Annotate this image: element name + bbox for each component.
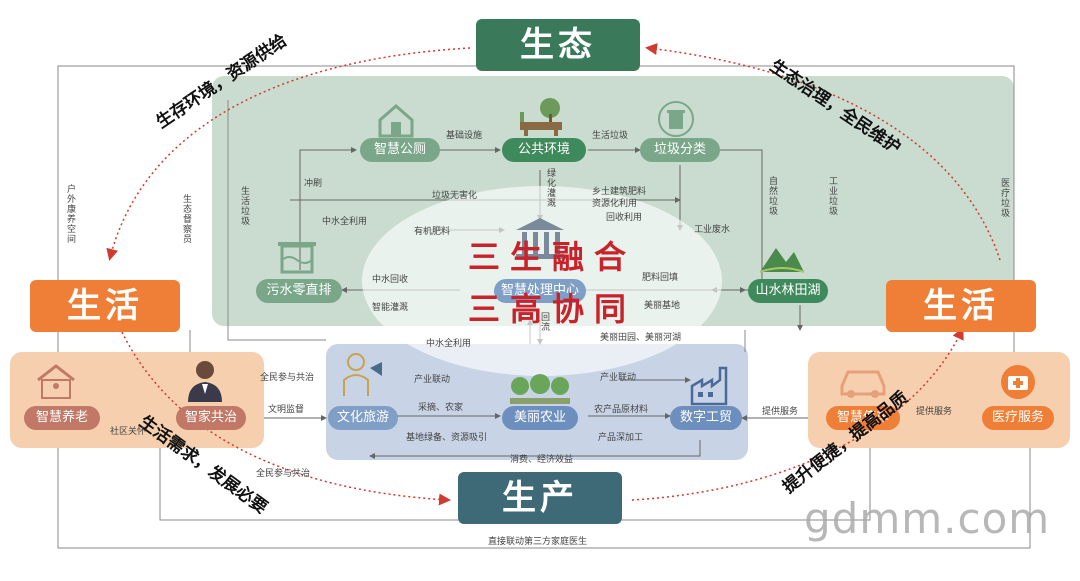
label-household-garbage: 生活垃圾 [592, 131, 629, 141]
processing-center-building-icon [516, 218, 564, 259]
label-participate-gov: 全民参与共治 [260, 373, 315, 383]
node-smart-elderly: 智慧养老 [24, 406, 100, 430]
factory-icon [690, 366, 728, 406]
label-industrial-garbage: 工业垃圾 [827, 176, 837, 216]
label-medical-waste: 医疗垃圾 [999, 178, 1009, 218]
label-reclaimed-water-2: 中水全利用 [426, 339, 472, 349]
life-left-title: 生活 [30, 280, 180, 332]
label-consumption: 消费、经济效益 [510, 455, 574, 465]
production-title: 生产 [458, 472, 622, 524]
label-reclaimed-recycle: 中水回收 [372, 275, 409, 285]
sewage-tank-icon [278, 242, 316, 274]
node-governance: 智家共治 [176, 406, 246, 430]
label-flush: 冲刷 [304, 179, 323, 189]
label-industrial-wastewater: 工业废水 [694, 225, 731, 235]
node-digital-trade: 数字工贸 [670, 406, 742, 430]
label-organic-fertilizer: 有机肥料 [414, 227, 451, 237]
label-fertilizer-recycle: 肥料回填 [642, 273, 679, 283]
node-agriculture: 美丽农业 [502, 406, 578, 430]
label-beautiful-base: 美丽基地 [644, 301, 681, 311]
label-agri-material: 农产品原材料 [594, 405, 649, 415]
label-resource-recycle: 资源化利用 [592, 199, 638, 209]
label-household-garbage-2: 生活垃圾 [239, 186, 249, 226]
label-provide-service: 提供服务 [762, 407, 799, 417]
trash-bin-icon [658, 101, 694, 137]
label-greening: 绿化灌溉 [545, 168, 555, 208]
label-reclaimed-water: 中水全利用 [322, 217, 368, 227]
car-icon [840, 370, 886, 398]
label-natural-garbage: 自然垃圾 [767, 176, 777, 216]
farm-trees-icon [510, 374, 570, 404]
watermark: gdmm.com [804, 494, 1051, 543]
node-smart-toilet: 智慧公厕 [360, 138, 440, 162]
center-title-line2: 三高协同 [468, 290, 637, 328]
node-landscape: 山水林田湖 [748, 279, 828, 303]
label-participate-gov-2: 全民参与共治 [256, 469, 311, 479]
toilet-house-icon [378, 104, 414, 138]
label-recycle: 回收利用 [606, 213, 643, 223]
tour-guide-icon [343, 353, 382, 396]
label-infrastructure: 基础设施 [446, 131, 483, 141]
label-garbage-harmless: 垃圾无害化 [432, 191, 478, 201]
governance-person-icon [188, 361, 222, 402]
label-base-green: 基地绿备、资源吸引 [406, 433, 488, 443]
label-product-process: 产品深加工 [598, 433, 644, 443]
label-return-flow: 回流 [539, 312, 549, 332]
label-eco-supervisor: 生态督察员 [181, 194, 191, 244]
center-title-line1: 三生融合 [468, 238, 637, 276]
ecology-title: 生态 [476, 19, 640, 71]
node-medical: 医疗服务 [982, 406, 1054, 430]
medical-kit-icon [1001, 365, 1035, 399]
label-industry-link: 产业联动 [414, 375, 451, 385]
elderly-home-icon [37, 364, 75, 399]
node-public-environment: 公共环境 [502, 138, 586, 162]
node-garbage-sorting: 垃圾分类 [640, 138, 720, 162]
label-direct-link: 直接联动第三方家庭医生 [488, 537, 588, 547]
node-culture-tourism: 文化旅游 [328, 406, 398, 430]
label-pick-farm: 采摘、农家 [418, 403, 464, 413]
node-sewage: 污水零直排 [256, 279, 342, 303]
park-bench-icon [520, 98, 562, 136]
label-beautiful-fields: 美丽田园、美丽河湖 [600, 333, 682, 343]
label-provide-service-2: 提供服务 [916, 407, 953, 417]
mountain-field-icon [759, 248, 805, 273]
label-smart-irrigation: 智能灌溉 [372, 303, 409, 313]
label-industry-ripple: 产业联动 [600, 373, 637, 383]
label-outdoor-space: 户外康养空间 [65, 184, 75, 244]
label-civil-supervise: 文明监督 [268, 405, 305, 415]
life-right-title: 生活 [886, 280, 1036, 332]
node-smart-center: 智慧处理中心 [494, 279, 586, 303]
label-village-fertilizer: 乡土建筑肥料 [592, 187, 647, 197]
label-community-care: 社区关怀 [110, 427, 147, 437]
node-smart-parking: 智慧停车 [826, 406, 900, 430]
